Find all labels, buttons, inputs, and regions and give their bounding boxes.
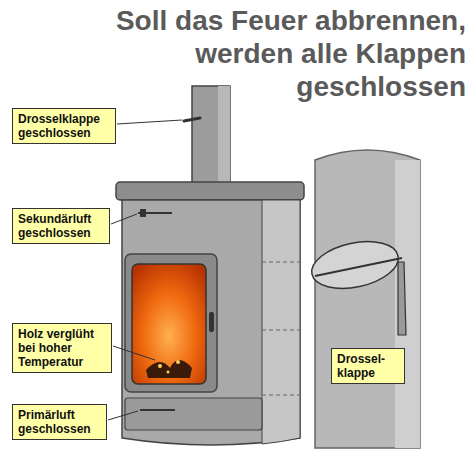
- callout-text: Sekundärluft geschlossen: [18, 212, 104, 240]
- ash-drawer: [125, 398, 262, 430]
- leader-line: [108, 411, 138, 420]
- leader-line: [111, 214, 137, 224]
- ember: [176, 360, 180, 364]
- seam: [262, 330, 300, 331]
- diagram-title: Soll das Feuer abbrennen, werden alle Kl…: [30, 4, 466, 103]
- callout-box: Drosselklappe geschlossen: [12, 108, 116, 144]
- stove-door: [125, 254, 217, 392]
- stove-top: [116, 182, 304, 200]
- throttle-handle: [398, 262, 406, 335]
- glowing-wood: [146, 360, 192, 378]
- callout-box: Primärluft geschlossen: [12, 404, 107, 440]
- throttle-disk: [307, 234, 402, 295]
- seam: [262, 262, 300, 263]
- callout-box: Sekundärluft geschlossen: [12, 208, 110, 244]
- ember: [167, 371, 170, 374]
- slider-knob: [140, 209, 146, 217]
- callout-box: Drossel- klappe: [331, 348, 405, 384]
- door-handle: [209, 312, 214, 332]
- callout-text: Holz verglüht bei hoher Temperatur: [18, 327, 106, 369]
- ember: [158, 364, 162, 368]
- throttle-lever: [184, 118, 200, 121]
- throttle-shaft: [315, 258, 402, 276]
- primary-air-slider: [140, 409, 175, 411]
- pipe-detail: [315, 150, 420, 448]
- callout-text: Drosselklappe geschlossen: [18, 112, 110, 140]
- leader-line: [113, 346, 155, 360]
- fire-window: [132, 264, 206, 384]
- leader-line: [117, 120, 182, 124]
- pipe-detail-highlight: [395, 160, 420, 448]
- stove-body: [122, 200, 300, 445]
- pipe-highlight: [218, 86, 230, 186]
- chimney-pipe: [192, 86, 230, 186]
- seam: [262, 395, 300, 396]
- callout-box: Holz verglüht bei hoher Temperatur: [12, 323, 112, 373]
- callout-text: Drossel- klappe: [337, 352, 399, 380]
- stove-side: [262, 200, 300, 444]
- callout-text: Primärluft geschlossen: [18, 408, 101, 436]
